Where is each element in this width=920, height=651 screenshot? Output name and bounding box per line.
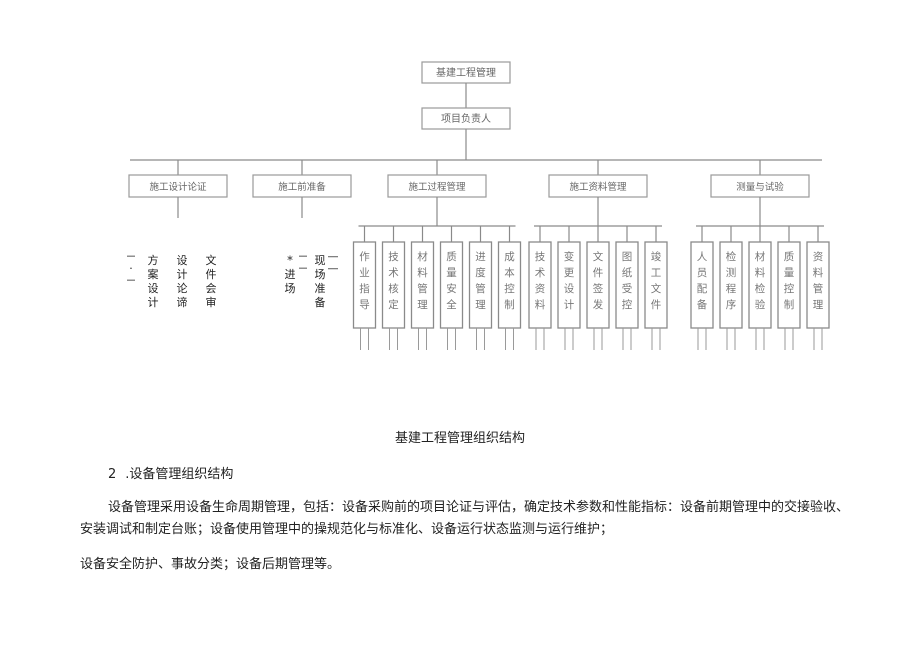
leaf-box xyxy=(557,241,581,329)
leaf-box xyxy=(690,241,714,329)
leaf-box xyxy=(748,241,772,329)
leaf-box xyxy=(528,241,552,329)
leaf-box xyxy=(381,241,406,329)
figure-caption: 基建工程管理组织结构 xyxy=(394,431,525,446)
level2-label: 项目负责人 xyxy=(441,112,491,125)
leaf-label: 作业指导 xyxy=(359,251,370,311)
leaf-label: 变更设计 xyxy=(564,250,575,311)
section-number: 2 xyxy=(108,467,117,482)
leaf-label: 进度管理 xyxy=(475,251,486,311)
leaf-label: 方案设计 xyxy=(148,253,159,309)
leaf-box xyxy=(586,241,610,329)
leaf-label: *进场 xyxy=(285,254,296,295)
category-label: 施工资料管理 xyxy=(569,181,627,193)
leaf-box xyxy=(439,241,464,329)
leaf-label: 人员配备 xyxy=(697,251,708,311)
leaf-label: 现场准备 xyxy=(315,254,326,309)
leaf-box xyxy=(719,241,743,329)
leaf-marks: —— xyxy=(328,250,339,275)
leaf-label: 质量安全 xyxy=(446,251,457,311)
section-title: .设备管理组织结构 xyxy=(125,467,234,482)
leaf-label: 技术资料 xyxy=(535,250,546,311)
leaf-label: 设计论谛 xyxy=(177,254,188,309)
leaf-box xyxy=(497,241,522,329)
leaf-box xyxy=(644,241,668,329)
leaf-box xyxy=(615,241,639,329)
leaf-label: 检测程序 xyxy=(726,250,737,311)
leaf-marks: －·－ xyxy=(126,250,137,287)
leaf-box xyxy=(777,241,801,329)
leaf-box xyxy=(352,241,377,329)
leaf-label: 成本控制 xyxy=(504,251,515,311)
category-label: 施工前准备 xyxy=(278,181,326,193)
leaf-marks: －－ xyxy=(298,250,309,275)
leaf-box xyxy=(468,241,493,329)
root-label: 基建工程管理 xyxy=(436,66,496,79)
leaf-label: 材料管理 xyxy=(417,250,428,311)
category-label: 施工设计论证 xyxy=(149,181,207,193)
leaf-label: 材料检验 xyxy=(755,250,766,311)
category-label: 测量与试验 xyxy=(736,181,784,193)
leaf-label: 资料管理 xyxy=(813,251,824,311)
leaf-label: 技术核定 xyxy=(388,250,399,311)
body-paragraph: 设备管理采用设备生命周期管理，包括：设备采购前的项目论证与评估，确定技术参数和性… xyxy=(80,500,850,537)
leaf-label: 文件签发 xyxy=(593,250,604,311)
section-heading: 2 .设备管理组织结构 xyxy=(108,463,233,482)
leaf-box xyxy=(410,241,435,329)
body-paragraph-continued: 设备安全防护、事故分类；设备后期管理等。 xyxy=(80,557,341,572)
category-label: 施工过程管理 xyxy=(408,181,466,193)
leaf-label: 图纸受控 xyxy=(622,251,633,311)
leaf-label: 质量控制 xyxy=(784,251,795,311)
leaf-box xyxy=(806,241,830,329)
leaf-label: 文件会审 xyxy=(206,253,217,309)
leaf-label: 竣工文件 xyxy=(651,250,662,311)
